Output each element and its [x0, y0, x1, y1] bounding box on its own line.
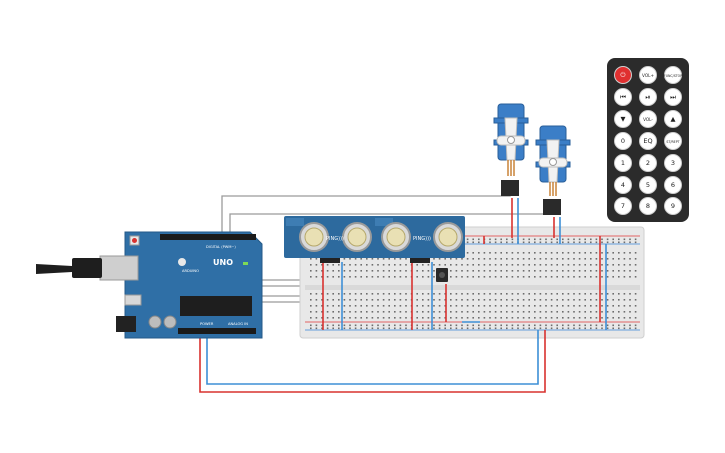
remote-button[interactable]: 9 [664, 197, 682, 215]
remote-button-label: 4 [621, 181, 625, 189]
capacitor-1 [148, 315, 162, 329]
ultrasonic-sensor-2[interactable]: PING))) [373, 216, 465, 263]
power-pins-label: POWER [200, 322, 214, 326]
ultrasonic-sensor-1[interactable]: PING))) [284, 216, 376, 263]
remote-button-label: FUNC/STOP [664, 74, 682, 78]
remote-button-label: 2 [646, 159, 650, 167]
ping1-label: PING))) [326, 236, 344, 242]
remote-button-label: 5 [646, 181, 650, 189]
wire-5v[interactable] [199, 330, 546, 393]
remote-button-label: 3 [671, 159, 675, 167]
digital-pins-label: DIGITAL (PWM~) [206, 245, 236, 249]
servo-motor-2[interactable] [535, 125, 571, 215]
ir-remote[interactable]: ⏻ VOL+ FUNC/STOP ⏮ ⏯ ⏭ ▼ VOL- ▲ 0 EQ ST/REPT 1 2 3 4 5 6 7… [607, 58, 689, 222]
usb-cable [36, 264, 72, 274]
remote-button[interactable]: 4 [614, 176, 632, 194]
remote-button[interactable]: ⏭ [664, 88, 682, 106]
servo-motor-1[interactable] [493, 103, 529, 196]
remote-button[interactable]: ▼ [614, 110, 632, 128]
power-wires [199, 198, 607, 393]
remote-buttons: ⏻ VOL+ FUNC/STOP ⏮ ⏯ ⏭ ▼ VOL- ▲ 0 EQ ST/REPT 1 2 3 4 5 6 7… [614, 66, 682, 215]
ir-receiver[interactable] [436, 268, 448, 282]
wire-gnd[interactable] [206, 330, 539, 385]
remote-button-label: ⏮ [620, 93, 626, 101]
atmega-chip [180, 296, 252, 316]
remote-button[interactable]: 6 [664, 176, 682, 194]
remote-button[interactable]: 5 [639, 176, 657, 194]
remote-button[interactable]: ⏮ [614, 88, 632, 106]
remote-button[interactable]: ▲ [664, 110, 682, 128]
arduino-brand-label: ARDUINO [182, 269, 199, 273]
remote-button-label: VOL+ [642, 73, 654, 78]
breadboard-channel [305, 285, 640, 290]
remote-button-label: ⏭ [670, 93, 676, 101]
ping2-label: PING))) [413, 236, 431, 242]
remote-button-label: ▼ [621, 115, 626, 123]
remote-button-label: 9 [671, 202, 675, 210]
remote-button[interactable]: ST/REPT [664, 132, 682, 150]
remote-button[interactable]: 0 [614, 132, 632, 150]
dc-jack [116, 316, 136, 332]
remote-button[interactable]: 2 [639, 154, 657, 172]
remote-button-label: 7 [621, 202, 625, 210]
arduino-model-label: UNO [213, 258, 233, 267]
remote-button-label: VOL- [643, 117, 653, 122]
remote-button-label: 1 [621, 159, 625, 167]
remote-button[interactable]: ⏯ [639, 88, 657, 106]
crystal [124, 294, 142, 306]
analog-pins-label: ANALOG IN [228, 322, 248, 326]
usb-cable-plug [72, 258, 102, 278]
remote-button[interactable]: 7 [614, 197, 632, 215]
remote-button-label: ⏯ [645, 93, 650, 101]
capacitor-2 [163, 315, 177, 329]
remote-button[interactable]: 8 [639, 197, 657, 215]
arduino-uno-board[interactable]: ARDUINO UNO DIGITAL (PWM~) POWER ANALOG … [36, 231, 263, 339]
remote-button[interactable]: VOL- [639, 110, 657, 128]
remote-button[interactable]: VOL+ [639, 66, 657, 84]
remote-button[interactable]: FUNC/STOP [664, 66, 682, 84]
remote-button[interactable]: EQ [639, 132, 657, 150]
remote-button-label: ▲ [671, 115, 676, 123]
remote-button-label: ST/REPT [666, 140, 679, 144]
remote-button[interactable]: 1 [614, 154, 632, 172]
arduino-logo [178, 258, 186, 266]
remote-button-label: ⏻ [620, 71, 625, 79]
power-analog-header [178, 328, 256, 334]
remote-button[interactable]: 3 [664, 154, 682, 172]
remote-button-label: 6 [671, 181, 675, 189]
remote-button-label: EQ [643, 137, 652, 145]
remote-button-label: 0 [621, 137, 625, 145]
remote-button[interactable]: ⏻ [614, 66, 632, 84]
on-led [243, 262, 248, 265]
remote-button-label: 8 [646, 202, 650, 210]
usb-port [99, 255, 139, 281]
digital-header [160, 234, 256, 240]
